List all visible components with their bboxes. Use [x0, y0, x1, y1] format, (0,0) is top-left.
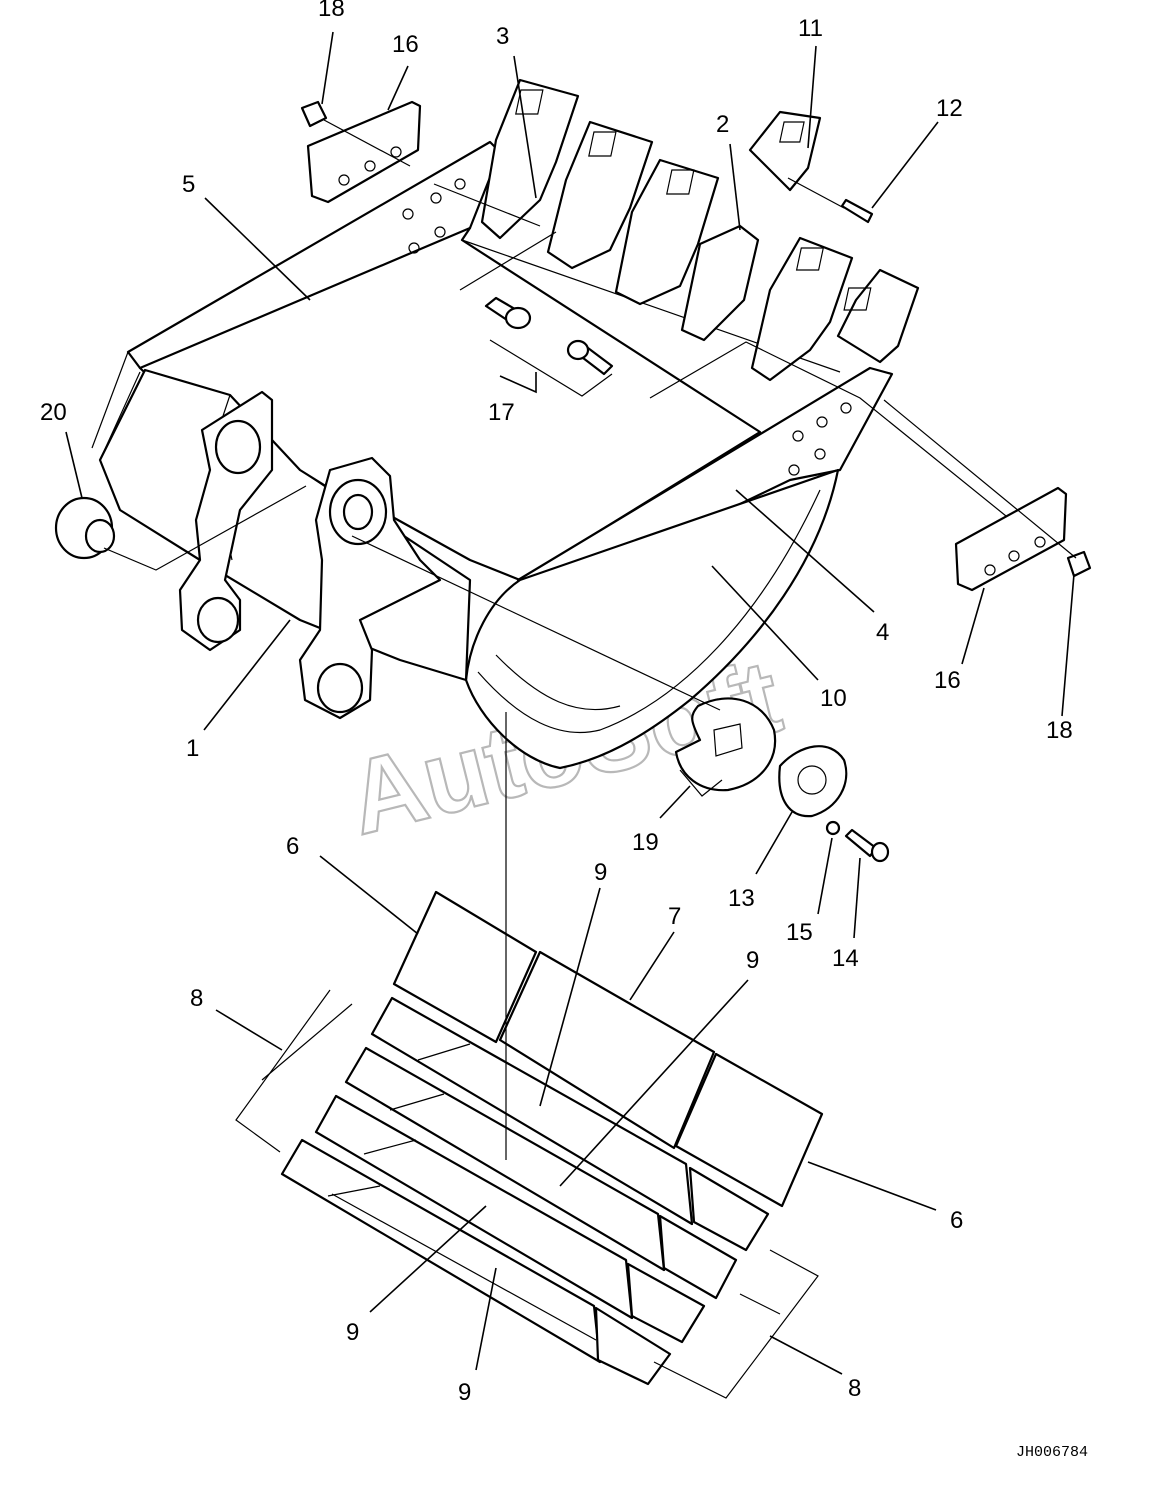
- wear-plate-end-1: [688, 1166, 770, 1252]
- boss-13: [778, 745, 848, 818]
- boss-hole-lower-left: [196, 596, 240, 644]
- boss-hole-lower-right: [316, 662, 364, 714]
- side-cutter-upper: [300, 100, 422, 204]
- shim-19: [674, 697, 777, 792]
- callout-3: 3: [496, 23, 509, 50]
- callout-9-bottom: 9: [458, 1379, 471, 1406]
- callout-18-right: 18: [1046, 717, 1073, 744]
- wear-plate-end-4: [594, 1306, 672, 1386]
- callout-9-lower-left: 9: [346, 1319, 359, 1346]
- wear-strip-9c: [314, 1094, 634, 1320]
- callout-6-upper: 6: [286, 833, 299, 860]
- side-cutter-lower: [954, 486, 1092, 592]
- washer-15: [825, 820, 841, 836]
- callout-16-top: 16: [392, 31, 419, 58]
- wear-plate-7: [498, 950, 716, 1150]
- callout-4: 4: [876, 619, 889, 646]
- hardware-group: [674, 697, 890, 863]
- wear-plate-6-upper: [392, 890, 538, 1044]
- bucket-wrapper: [464, 468, 840, 770]
- leader-lines: [65, 31, 1075, 1375]
- callout-18-top: 18: [318, 0, 345, 22]
- bushing-20: [54, 496, 116, 560]
- tooth-adapter-3: [614, 158, 720, 306]
- callout-labels: 18 16 3 11 2 12 5 17 20 4 10 16 18 1 19 …: [40, 0, 1073, 1406]
- wear-plates: [280, 890, 824, 1386]
- callout-20: 20: [40, 399, 67, 426]
- wear-plate-end-3: [626, 1262, 706, 1344]
- callout-17: 17: [488, 399, 515, 426]
- drawing-code: JH006784: [1016, 1444, 1088, 1461]
- side-plate-right-holes: [788, 402, 852, 476]
- callout-8-left: 8: [190, 985, 203, 1012]
- callout-15: 15: [786, 919, 813, 946]
- callout-1: 1: [186, 735, 199, 762]
- wear-strip-9a: [370, 996, 694, 1226]
- callout-16-right: 16: [934, 667, 961, 694]
- wear-strip-9d: [280, 1138, 602, 1364]
- bucket-body: [91, 140, 894, 770]
- wear-plate-end-2: [658, 1214, 738, 1300]
- wear-plate-6-lower: [674, 1052, 824, 1208]
- callout-7: 7: [668, 903, 681, 930]
- reference-lines: [103, 119, 1077, 1399]
- callout-9-middle: 9: [746, 947, 759, 974]
- wear-strip-9b: [344, 1046, 666, 1272]
- tooth-adapter-5: [750, 236, 854, 382]
- callout-5: 5: [182, 171, 195, 198]
- callout-6-lower: 6: [950, 1207, 963, 1234]
- tooth-adapter-6: [836, 268, 920, 364]
- callout-10: 10: [820, 685, 847, 712]
- side-plate-left-holes: [402, 178, 466, 254]
- callout-12: 12: [936, 95, 963, 122]
- tooth-adapter-2: [546, 120, 654, 270]
- bucket-teeth: [480, 78, 920, 382]
- callout-9-upper: 9: [594, 859, 607, 886]
- callout-8-right: 8: [848, 1375, 861, 1402]
- boss-hole-upper-left: [214, 419, 262, 475]
- callout-19: 19: [632, 829, 659, 856]
- callout-2: 2: [716, 111, 729, 138]
- tooth-adapter-4: [680, 224, 760, 342]
- callout-13: 13: [728, 885, 755, 912]
- bolts-17: [484, 296, 614, 376]
- callout-14: 14: [832, 945, 859, 972]
- pin-12: [840, 198, 874, 224]
- callout-11: 11: [798, 15, 823, 42]
